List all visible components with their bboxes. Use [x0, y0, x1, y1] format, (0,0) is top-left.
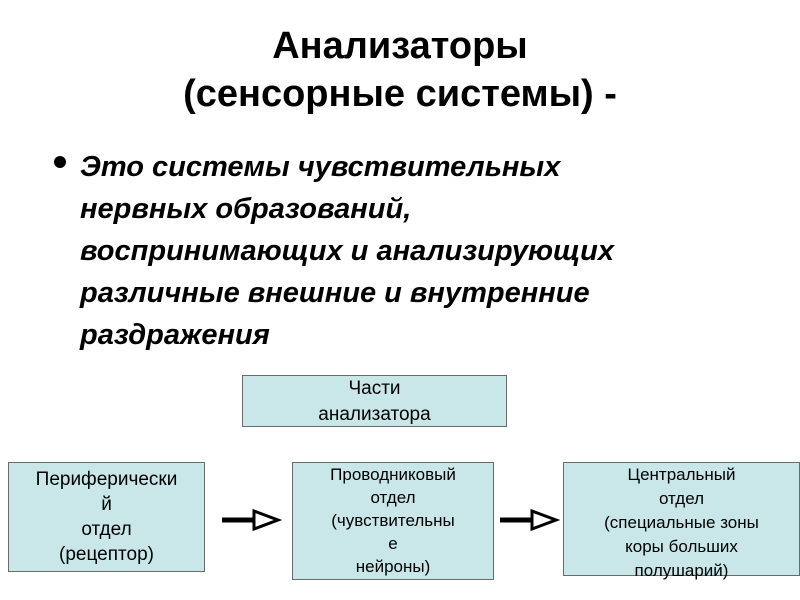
box-label-line: Части	[348, 378, 401, 399]
box-label-line: анализатора	[318, 404, 431, 425]
box-label-line: (чувствительны	[331, 511, 455, 530]
box-label-line: й	[101, 494, 112, 515]
box-label-line: Периферически	[35, 469, 178, 490]
box-label-line: коры больших	[625, 537, 738, 556]
slide-title-line: (сенсорные системы) -	[183, 73, 617, 115]
definition-line: различные внешние и внутренние	[80, 277, 590, 309]
box-label-line: Центральный	[627, 465, 736, 484]
definition-line: Это системы чувствительных	[80, 151, 561, 183]
definition-text: Это системы чувствительных нервных образ…	[80, 146, 780, 356]
definition-line: воспринимающих и анализирующих	[80, 235, 614, 267]
box-label-line: отдел	[658, 489, 705, 508]
arrow-right-icon	[500, 508, 560, 532]
definition-line: нервных образований,	[80, 193, 412, 225]
slide-title: Анализаторы (сенсорные системы) -	[0, 22, 800, 118]
box-label-line: (специальные зоны	[604, 513, 759, 532]
box-label-line: (рецептор)	[59, 544, 154, 565]
analyzer-parts-box: Части анализатора	[242, 375, 507, 427]
arrow-right-icon	[222, 508, 282, 532]
definition-line: раздражения	[80, 319, 270, 351]
box-label-line: полушарий)	[634, 561, 729, 580]
box-label-line: Проводниковый	[330, 465, 456, 484]
slide-title-line: Анализаторы	[272, 25, 528, 67]
peripheral-section-box: Периферически й отдел (рецептор)	[8, 462, 205, 572]
box-label-line: отдел	[370, 488, 416, 507]
conducting-section-box: Проводниковый отдел (чувствительны е ней…	[292, 462, 494, 580]
box-label-line: нейроны)	[355, 557, 431, 576]
central-section-box: Центральный отдел (специальные зоны коры…	[563, 462, 800, 580]
box-label-line: отдел	[81, 519, 132, 540]
box-label-line: е	[388, 534, 398, 553]
bullet-icon	[54, 156, 66, 168]
